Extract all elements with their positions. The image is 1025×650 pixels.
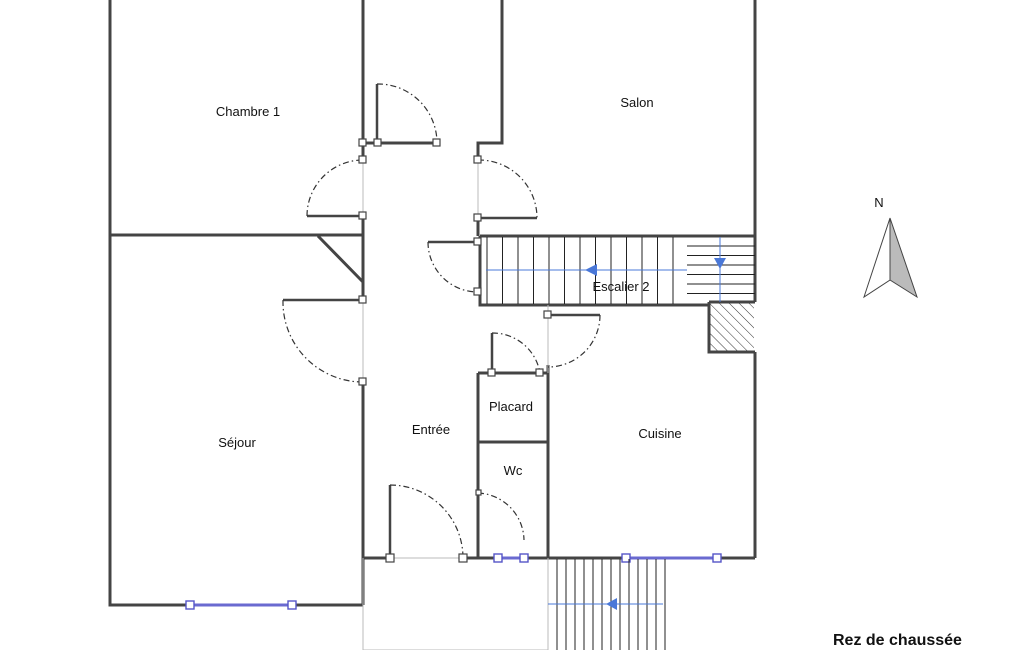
stair-arrow-icon (606, 598, 617, 610)
doors (282, 83, 601, 563)
north-arrow-icon (863, 217, 918, 299)
stair-escalier-2 (486, 237, 755, 304)
stair-arrow-icon (585, 264, 597, 276)
walls (108, 0, 757, 607)
stair-arrow-icon (714, 258, 726, 269)
room-label-escalier: Escalier 2 (592, 279, 649, 294)
hatched-shaft (710, 303, 754, 351)
room-label-sejour: Séjour (218, 435, 256, 450)
exterior-stairs (548, 559, 666, 650)
room-label-cuisine: Cuisine (638, 426, 681, 441)
room-label-entree: Entrée (412, 422, 450, 437)
room-label-placard: Placard (489, 399, 533, 414)
room-label-salon: Salon (620, 95, 653, 110)
room-label-wc: Wc (504, 463, 523, 478)
compass-label: N (874, 195, 883, 210)
level-title: Rez de chaussée (833, 632, 962, 649)
room-label-chambre1: Chambre 1 (216, 104, 280, 119)
windows (185, 553, 722, 610)
